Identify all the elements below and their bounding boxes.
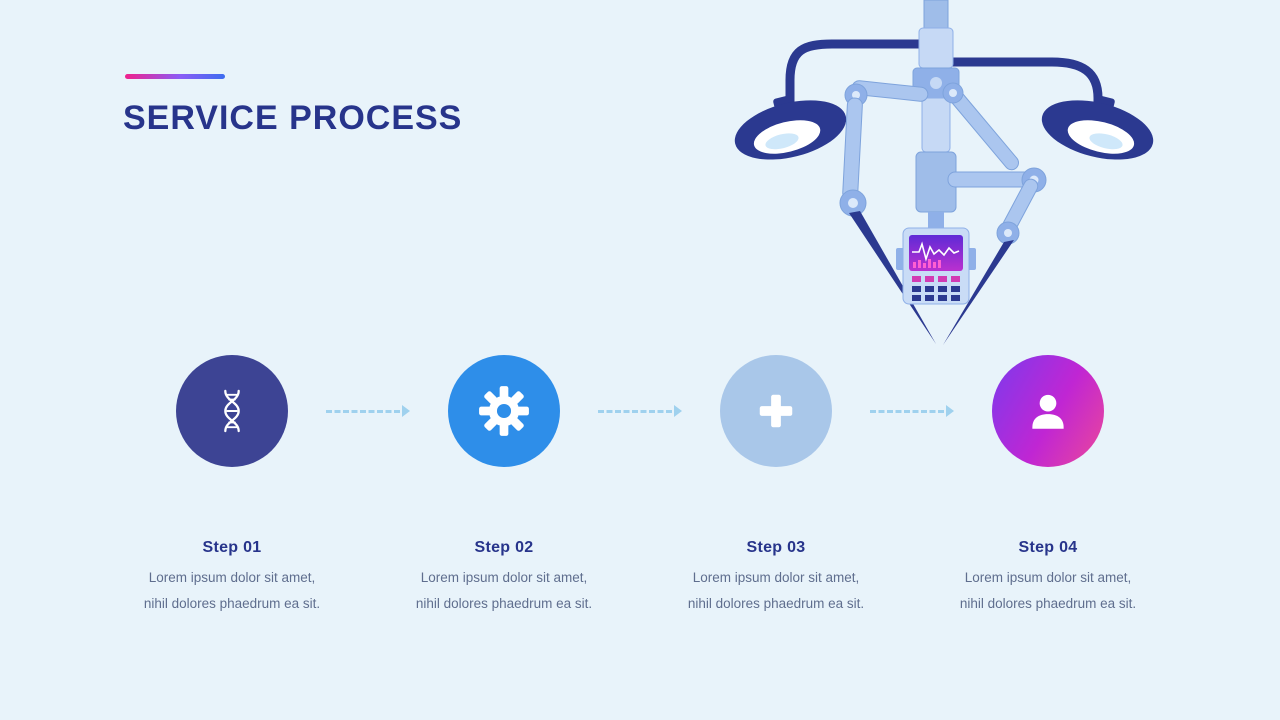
arrow-right-icon: [870, 403, 954, 419]
step-2-line1: Lorem ipsum dolor sit amet,: [420, 570, 588, 585]
gear-icon: [479, 386, 529, 436]
step-4-line2: nihil dolores phaedrum ea sit.: [959, 596, 1137, 611]
surgical-lamp-left: [734, 95, 847, 160]
step-4-label: Step 04: [1018, 539, 1078, 556]
step-1-circle: [176, 355, 288, 467]
step-3-description: Lorem ipsum dolor sit amet, nihil dolores…: [636, 565, 916, 617]
surgical-robot-illustration: [734, 0, 1154, 345]
step-3-label: Step 03: [746, 539, 806, 556]
step-4-description: Lorem ipsum dolor sit amet, nihil dolores…: [908, 565, 1188, 617]
step-2: Step 02 Lorem ipsum dolor sit amet, nihil…: [364, 355, 644, 617]
step-3-line1: Lorem ipsum dolor sit amet,: [692, 570, 860, 585]
step-2-description: Lorem ipsum dolor sit amet, nihil dolores…: [364, 565, 644, 617]
step-2-circle: [448, 355, 560, 467]
step-2-line2: nihil dolores phaedrum ea sit.: [415, 596, 593, 611]
page-title: SERVICE PROCESS: [123, 99, 463, 137]
robot-arm-left: [839, 80, 936, 344]
arrow-head: [402, 405, 410, 417]
arrow-right-icon: [598, 403, 682, 419]
dna-icon: [224, 389, 240, 433]
surgical-lamp-right: [1041, 95, 1154, 160]
arrow-head: [674, 405, 682, 417]
user-icon: [1032, 394, 1064, 429]
step-4-circle: [992, 355, 1104, 467]
step-1-line1: Lorem ipsum dolor sit amet,: [148, 570, 316, 585]
arrow-dashes: [598, 409, 672, 413]
accent-bar: [125, 74, 225, 79]
monitor-console: [896, 227, 976, 305]
step-1: Step 01 Lorem ipsum dolor sit amet, nihil…: [92, 355, 372, 617]
arrow-head: [946, 405, 954, 417]
plus-icon: [759, 394, 793, 428]
step-4-line1: Lorem ipsum dolor sit amet,: [964, 570, 1132, 585]
step-2-label: Step 02: [474, 539, 534, 556]
step-3-line2: nihil dolores phaedrum ea sit.: [687, 596, 865, 611]
robot-arm-right: [942, 82, 1047, 345]
arrow-dashes: [870, 409, 944, 413]
step-3-circle: [720, 355, 832, 467]
step-1-line2: nihil dolores phaedrum ea sit.: [143, 596, 321, 611]
step-3: Step 03 Lorem ipsum dolor sit amet, nihil…: [636, 355, 916, 617]
arrow-dashes: [326, 409, 400, 413]
step-1-description: Lorem ipsum dolor sit amet, nihil dolores…: [92, 565, 372, 617]
step-4: Step 04 Lorem ipsum dolor sit amet, nihil…: [908, 355, 1188, 617]
arrow-right-icon: [326, 403, 410, 419]
step-1-label: Step 01: [202, 539, 262, 556]
